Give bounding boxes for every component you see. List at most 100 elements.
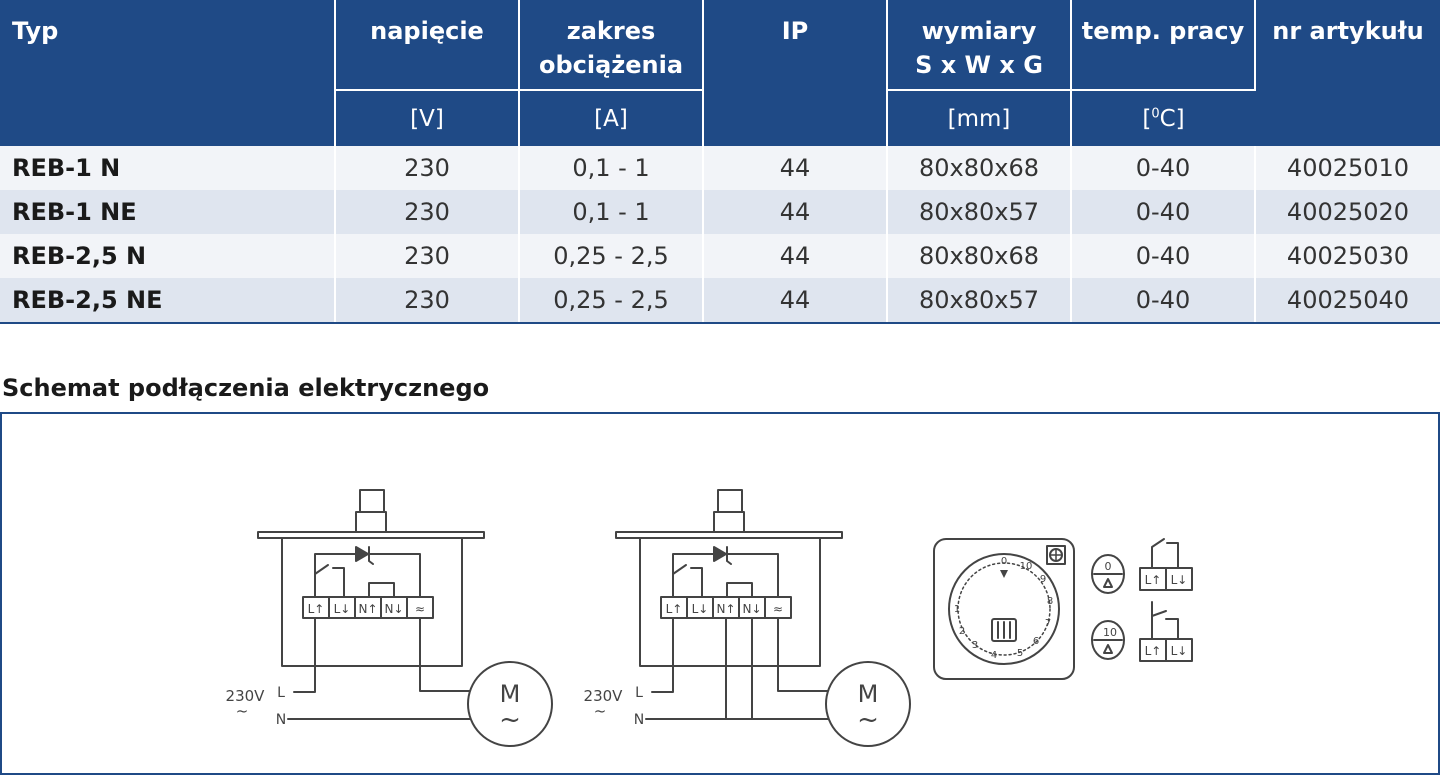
header-temp: temp. pracy: [1071, 0, 1256, 90]
terminal-label: ≈: [415, 602, 425, 616]
terminal-labels-2: L↑ L↓ N↑ N↓ ≈ 230V ~ L N M ~: [584, 602, 879, 735]
cell-zakres: 0,25 - 2,5: [519, 278, 704, 324]
header-wymiary-line2: S x W x G: [915, 51, 1043, 79]
cell-typ: REB-2,5 N: [0, 234, 336, 278]
table-row: REB-2,5 N 230 0,25 - 2,5 44 80x80x68 0-4…: [0, 234, 1440, 278]
dial-mark: 1: [954, 604, 960, 615]
cell-zakres: 0,1 - 1: [519, 190, 704, 234]
switch-terminal-label: L↓: [1171, 573, 1188, 587]
cell-ip: 44: [703, 146, 888, 190]
cell-ip: 44: [703, 190, 888, 234]
table-row: REB-1 N 230 0,1 - 1 44 80x80x68 0-40 400…: [0, 146, 1440, 190]
header-zakres-line2: obciążenia: [538, 51, 684, 79]
header-nr: nr artykułu: [1255, 0, 1440, 146]
dial-mark: 2: [959, 626, 965, 637]
switch-position-min: [1091, 538, 1193, 594]
cell-napiecie: 230: [335, 190, 520, 234]
unit-temp-close: C]: [1159, 105, 1185, 132]
dial-mark: 10: [1020, 561, 1033, 572]
cell-wymiary: 80x80x68: [887, 146, 1072, 190]
cell-napiecie: 230: [335, 146, 520, 190]
switch-terminal-label: L↑: [1145, 644, 1162, 658]
cell-typ: REB-2,5 NE: [0, 278, 336, 324]
terminal-labels-1: L↑ L↓ N↑ N↓ ≈ 230V ~ L N M ~: [226, 602, 521, 735]
switch-max-label: 10: [1103, 626, 1117, 639]
cell-temp: 0-40: [1071, 278, 1256, 324]
dial-mark: 8: [1047, 596, 1053, 607]
dial-mark: 9: [1040, 574, 1046, 585]
cell-zakres: 0,25 - 2,5: [519, 234, 704, 278]
terminal-label: N↓: [742, 602, 761, 616]
wiring-diagram: L↑ L↓ N↑ N↓ ≈ 230V ~ L N M ~: [226, 489, 1193, 747]
unit-napiecie: [V]: [335, 89, 520, 146]
dial-mark: 0: [1001, 556, 1007, 567]
terminal-label: L↓: [692, 602, 709, 616]
unit-temp-degree: 0: [1151, 105, 1160, 121]
unit-temp: [0C]: [1071, 89, 1255, 146]
cell-nr: 40025010: [1255, 146, 1440, 190]
dial-mark: 4: [991, 650, 997, 661]
header-zakres: zakres obciążenia: [519, 0, 704, 90]
motor-ac-label: ~: [499, 705, 521, 735]
cell-nr: 40025020: [1255, 190, 1440, 234]
cell-temp: 0-40: [1071, 146, 1256, 190]
cell-ip: 44: [703, 234, 888, 278]
terminal-label: L↑: [666, 602, 683, 616]
switch-terminal-label: L↑: [1145, 573, 1162, 587]
neutral-label: N: [276, 712, 286, 728]
cell-nr: 40025040: [1255, 278, 1440, 324]
terminal-label: N↑: [716, 602, 735, 616]
terminal-label: N↑: [358, 602, 377, 616]
dial-mark: 3: [972, 640, 978, 651]
wiring-diagram-ne: [615, 489, 911, 747]
unit-temp-open: [: [1142, 105, 1152, 132]
terminal-label: ≈: [773, 602, 783, 616]
cell-typ: REB-1 NE: [0, 190, 336, 234]
cell-ip: 44: [703, 278, 888, 324]
motor-label: M: [858, 680, 879, 708]
supply-ac-label: ~: [594, 702, 607, 720]
switch-terminal-label: L↓: [1171, 644, 1188, 658]
terminal-label: N↓: [384, 602, 403, 616]
table-row: REB-2,5 NE 230 0,25 - 2,5 44 80x80x57 0-…: [0, 278, 1440, 324]
cell-typ: REB-1 N: [0, 146, 336, 190]
neutral-label: N: [634, 712, 644, 728]
motor-label: M: [500, 680, 521, 708]
motor-ac-label: ~: [857, 705, 879, 735]
dial-mark: 6: [1033, 636, 1039, 647]
header-wymiary-line1: wymiary: [921, 17, 1037, 45]
wiring-diagram-frame: L↑ L↓ N↑ N↓ ≈ 230V ~ L N M ~: [0, 412, 1440, 775]
cell-temp: 0-40: [1071, 190, 1256, 234]
cell-wymiary: 80x80x68: [887, 234, 1072, 278]
supply-voltage-label: 230V: [584, 687, 624, 705]
dial-mark: 7: [1045, 618, 1051, 629]
supply-ac-label: ~: [236, 702, 249, 720]
header-ip: IP: [703, 0, 888, 146]
specification-table: Typ napięcie zakres obciążenia IP wymiary…: [0, 0, 1440, 324]
cell-zakres: 0,1 - 1: [519, 146, 704, 190]
controller-front-panel: [933, 538, 1075, 680]
cell-nr: 40025030: [1255, 234, 1440, 278]
terminal-label: L↑: [308, 602, 325, 616]
cell-wymiary: 80x80x57: [887, 278, 1072, 324]
cell-napiecie: 230: [335, 278, 520, 324]
dial-mark: 5: [1017, 648, 1023, 659]
cell-temp: 0-40: [1071, 234, 1256, 278]
unit-wymiary: [mm]: [887, 89, 1072, 146]
section-title: Schemat podłączenia elektrycznego: [2, 374, 490, 402]
cell-napiecie: 230: [335, 234, 520, 278]
line-label: L: [635, 685, 643, 701]
header-typ: Typ: [0, 0, 336, 146]
header-zakres-line1: zakres: [566, 17, 656, 45]
switch-min-label: 0: [1105, 560, 1112, 573]
table-row: REB-1 NE 230 0,1 - 1 44 80x80x57 0-40 40…: [0, 190, 1440, 234]
header-napiecie: napięcie: [335, 0, 520, 90]
switch-position-max: [1091, 601, 1193, 662]
dial-scale-labels: 0 10 9 8 7 6 5 4 3 2 1: [954, 556, 1053, 661]
unit-zakres: [A]: [519, 89, 704, 146]
line-label: L: [277, 685, 285, 701]
cell-wymiary: 80x80x57: [887, 190, 1072, 234]
wiring-diagram-n: [257, 489, 553, 747]
header-wymiary: wymiary S x W x G: [887, 0, 1072, 90]
terminal-label: L↓: [334, 602, 351, 616]
